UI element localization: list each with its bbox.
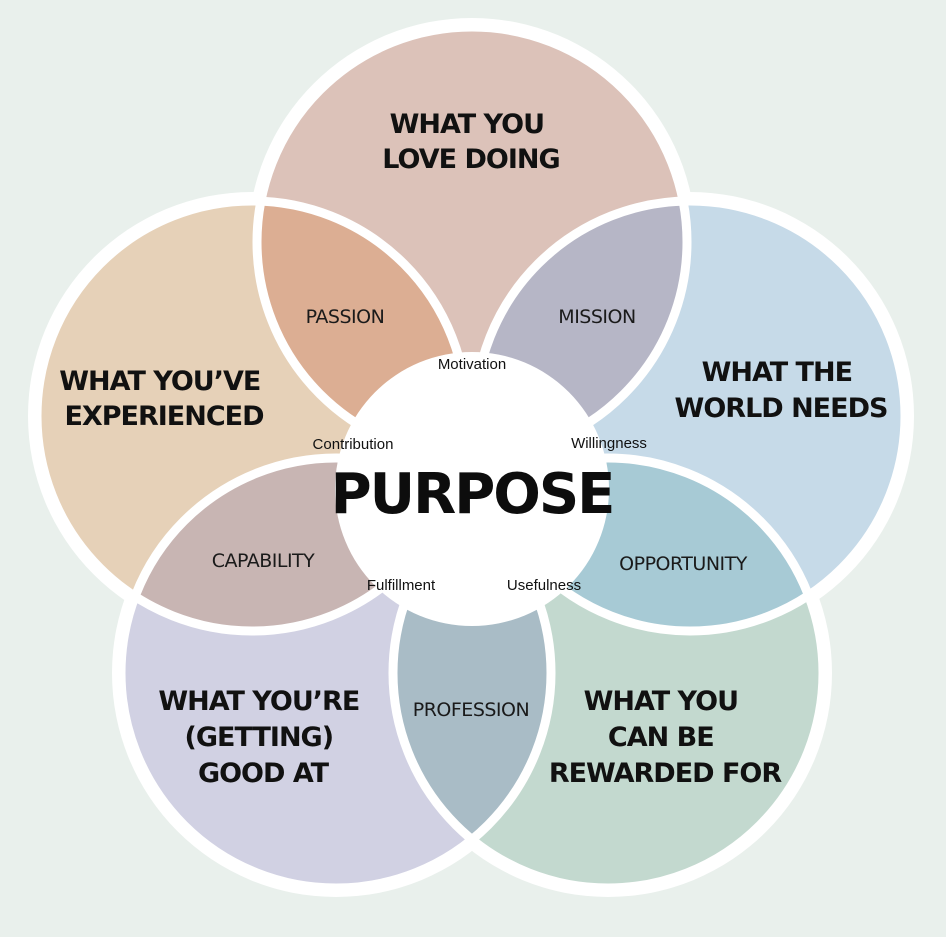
label-motivation: Motivation bbox=[438, 356, 506, 373]
label-capability: CAPABILITY bbox=[212, 550, 315, 572]
center-disc bbox=[335, 352, 609, 626]
label-good-at: WHAT YOU’RE (GETTING) GOOD AT bbox=[158, 686, 367, 789]
label-opportunity: OPPORTUNITY bbox=[619, 553, 748, 575]
label-usefulness: Usefulness bbox=[507, 577, 581, 594]
overlap-mission bbox=[475, 201, 687, 457]
label-profession: PROFESSION bbox=[413, 699, 529, 721]
label-experienced: WHAT YOU’VE EXPERIENCED bbox=[59, 366, 268, 432]
label-contribution: Contribution bbox=[313, 436, 394, 453]
label-willingness: Willingness bbox=[571, 435, 647, 452]
label-world-needs: WHAT THE WORLD NEEDS bbox=[675, 357, 888, 424]
label-love-doing: WHAT YOU LOVE DOING bbox=[382, 109, 559, 175]
label-rewarded-for: WHAT YOU CAN BE REWARDED FOR bbox=[549, 686, 783, 789]
label-fulfillment: Fulfillment bbox=[367, 577, 436, 594]
label-passion: PASSION bbox=[306, 306, 385, 328]
petal-seams bbox=[32, 22, 910, 893]
center-title: PURPOSE bbox=[331, 462, 614, 527]
overlap-passion bbox=[257, 201, 467, 457]
label-mission: MISSION bbox=[558, 306, 635, 328]
